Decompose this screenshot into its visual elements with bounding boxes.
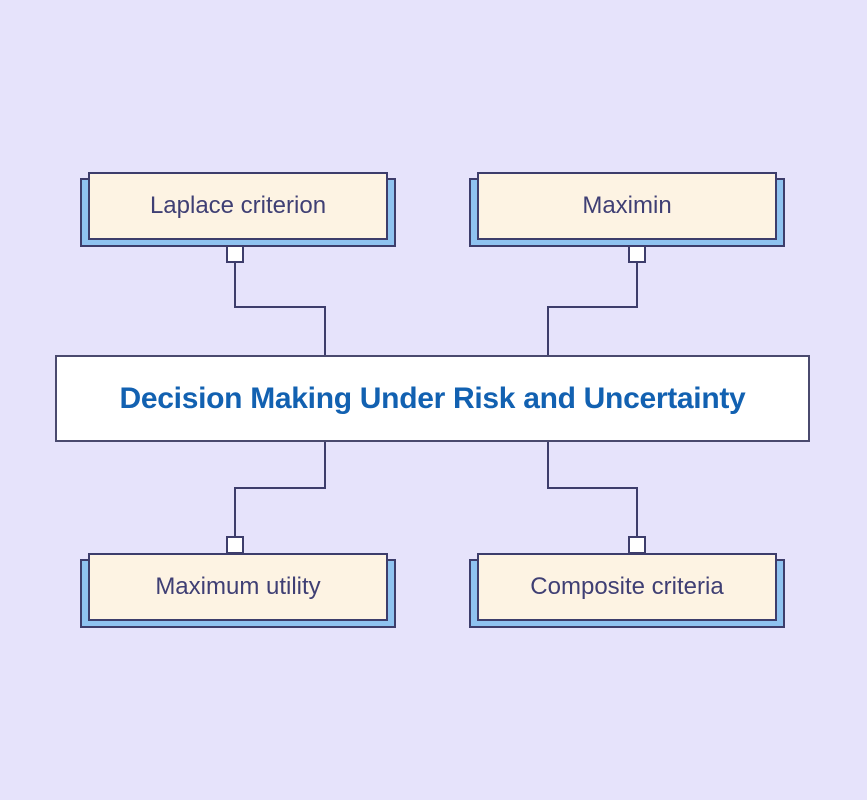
connector-bottom-left	[234, 442, 326, 537]
connector-top-left	[234, 263, 326, 355]
connector-top-right	[547, 263, 638, 355]
node-maximum-utility[interactable]: Maximum utility	[80, 553, 396, 628]
central-topic-label: Decision Making Under Risk and Uncertain…	[119, 381, 746, 415]
connection-handle-bottom-right[interactable]	[628, 536, 646, 554]
connection-handle-top-left[interactable]	[226, 245, 244, 263]
node-face: Laplace criterion	[88, 172, 388, 240]
central-topic-node[interactable]: Decision Making Under Risk and Uncertain…	[55, 355, 810, 442]
connection-handle-top-right[interactable]	[628, 245, 646, 263]
node-label-maximum-utility: Maximum utility	[155, 573, 321, 600]
node-laplace-criterion[interactable]: Laplace criterion	[80, 172, 396, 247]
node-face: Maximum utility	[88, 553, 388, 621]
node-label-composite-criteria: Composite criteria	[530, 573, 724, 600]
node-maximin[interactable]: Maximin	[469, 172, 785, 247]
node-face: Composite criteria	[477, 553, 777, 621]
connector-bottom-right	[547, 442, 638, 537]
node-face: Maximin	[477, 172, 777, 240]
node-label-laplace-criterion: Laplace criterion	[149, 192, 327, 219]
node-composite-criteria[interactable]: Composite criteria	[469, 553, 785, 628]
node-label-maximin: Maximin	[582, 192, 672, 219]
connection-handle-bottom-left[interactable]	[226, 536, 244, 554]
